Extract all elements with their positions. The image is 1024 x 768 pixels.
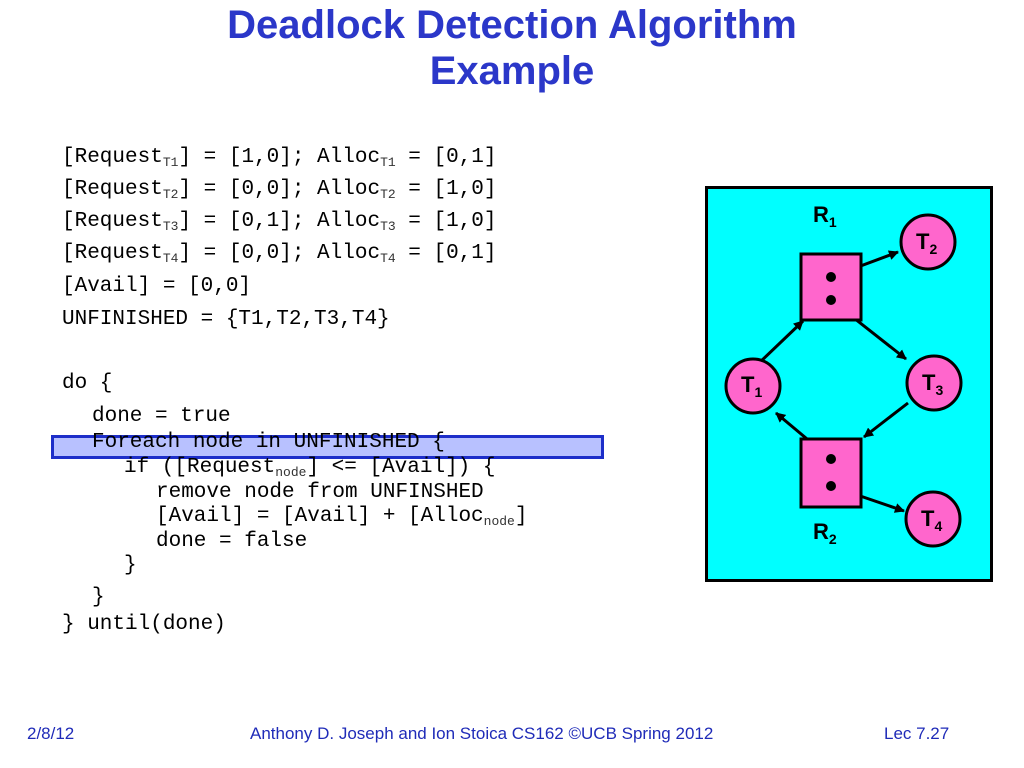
- resource-allocation-graph: R1 R2 T1 T2 T3 T4: [705, 186, 993, 582]
- edge-t3-to-r2: [863, 401, 909, 439]
- thread-t4-label: T4: [921, 506, 942, 534]
- code-line-foreach: Foreach node in UNFINISHED {: [92, 431, 445, 454]
- slide-title: Deadlock Detection Algorithm Example: [0, 2, 1024, 94]
- resource-r1-instance: [826, 272, 836, 282]
- code-line-until: } until(done): [62, 613, 226, 636]
- code-line-request-t3: [RequestT3] = [0,1]; AllocT3 = [1,0]: [62, 210, 497, 234]
- highlight-box: [51, 435, 604, 459]
- graph-svg: R1 R2 T1 T2 T3 T4: [724, 202, 963, 548]
- thread-t3-label: T3: [922, 370, 943, 398]
- footer-credit: Anthony D. Joseph and Ion Stoica CS162 ©…: [250, 724, 714, 743]
- resource-r2-label: R2: [813, 519, 837, 547]
- resource-r2-instance: [826, 454, 836, 464]
- thread-t4: [904, 490, 962, 548]
- thread-t1-label: T1: [741, 372, 762, 400]
- code-line-close-foreach: }: [92, 586, 105, 609]
- code-line-request-t1: [RequestT1] = [1,0]; AllocT1 = [0,1]: [62, 146, 497, 170]
- slide-title-line2: Example: [429, 49, 595, 93]
- code-line-avail-update: [Avail] = [Avail] + [Allocnode]: [156, 505, 528, 529]
- code-line-close-if: }: [124, 554, 137, 577]
- slide-title-line1: Deadlock Detection Algorithm: [227, 3, 797, 47]
- code-line-request-t4: [RequestT4] = [0,0]; AllocT4 = [0,1]: [62, 242, 497, 266]
- footer-lecture: Lec 7.27: [884, 724, 950, 743]
- footer-date: 2/8/12: [27, 724, 75, 743]
- thread-t2: [899, 213, 957, 271]
- code-line-remove: remove node from UNFINSHED: [156, 481, 484, 504]
- thread-t1: [724, 357, 782, 415]
- resource-r2-instance: [826, 481, 836, 491]
- code-line-done-true: done = true: [92, 405, 231, 428]
- resource-r2: [799, 437, 863, 509]
- code-line-avail: [Avail] = [0,0]: [62, 275, 252, 298]
- edge-t1-to-r1: [756, 319, 805, 366]
- resource-r1-label: R1: [813, 202, 837, 230]
- resource-r1: [799, 252, 863, 322]
- code-line-do: do {: [62, 372, 113, 395]
- code-line-unfinished: UNFINISHED = {T1,T2,T3,T4}: [62, 308, 390, 331]
- code-line-if: if ([Requestnode] <= [Avail]) {: [124, 456, 496, 480]
- code-line-request-t2: [RequestT2] = [0,0]; AllocT2 = [1,0]: [62, 178, 497, 202]
- code-line-done-false: done = false: [156, 530, 308, 553]
- thread-t3: [905, 354, 963, 412]
- thread-t2-label: T2: [916, 229, 937, 257]
- resource-r1-instance: [826, 295, 836, 305]
